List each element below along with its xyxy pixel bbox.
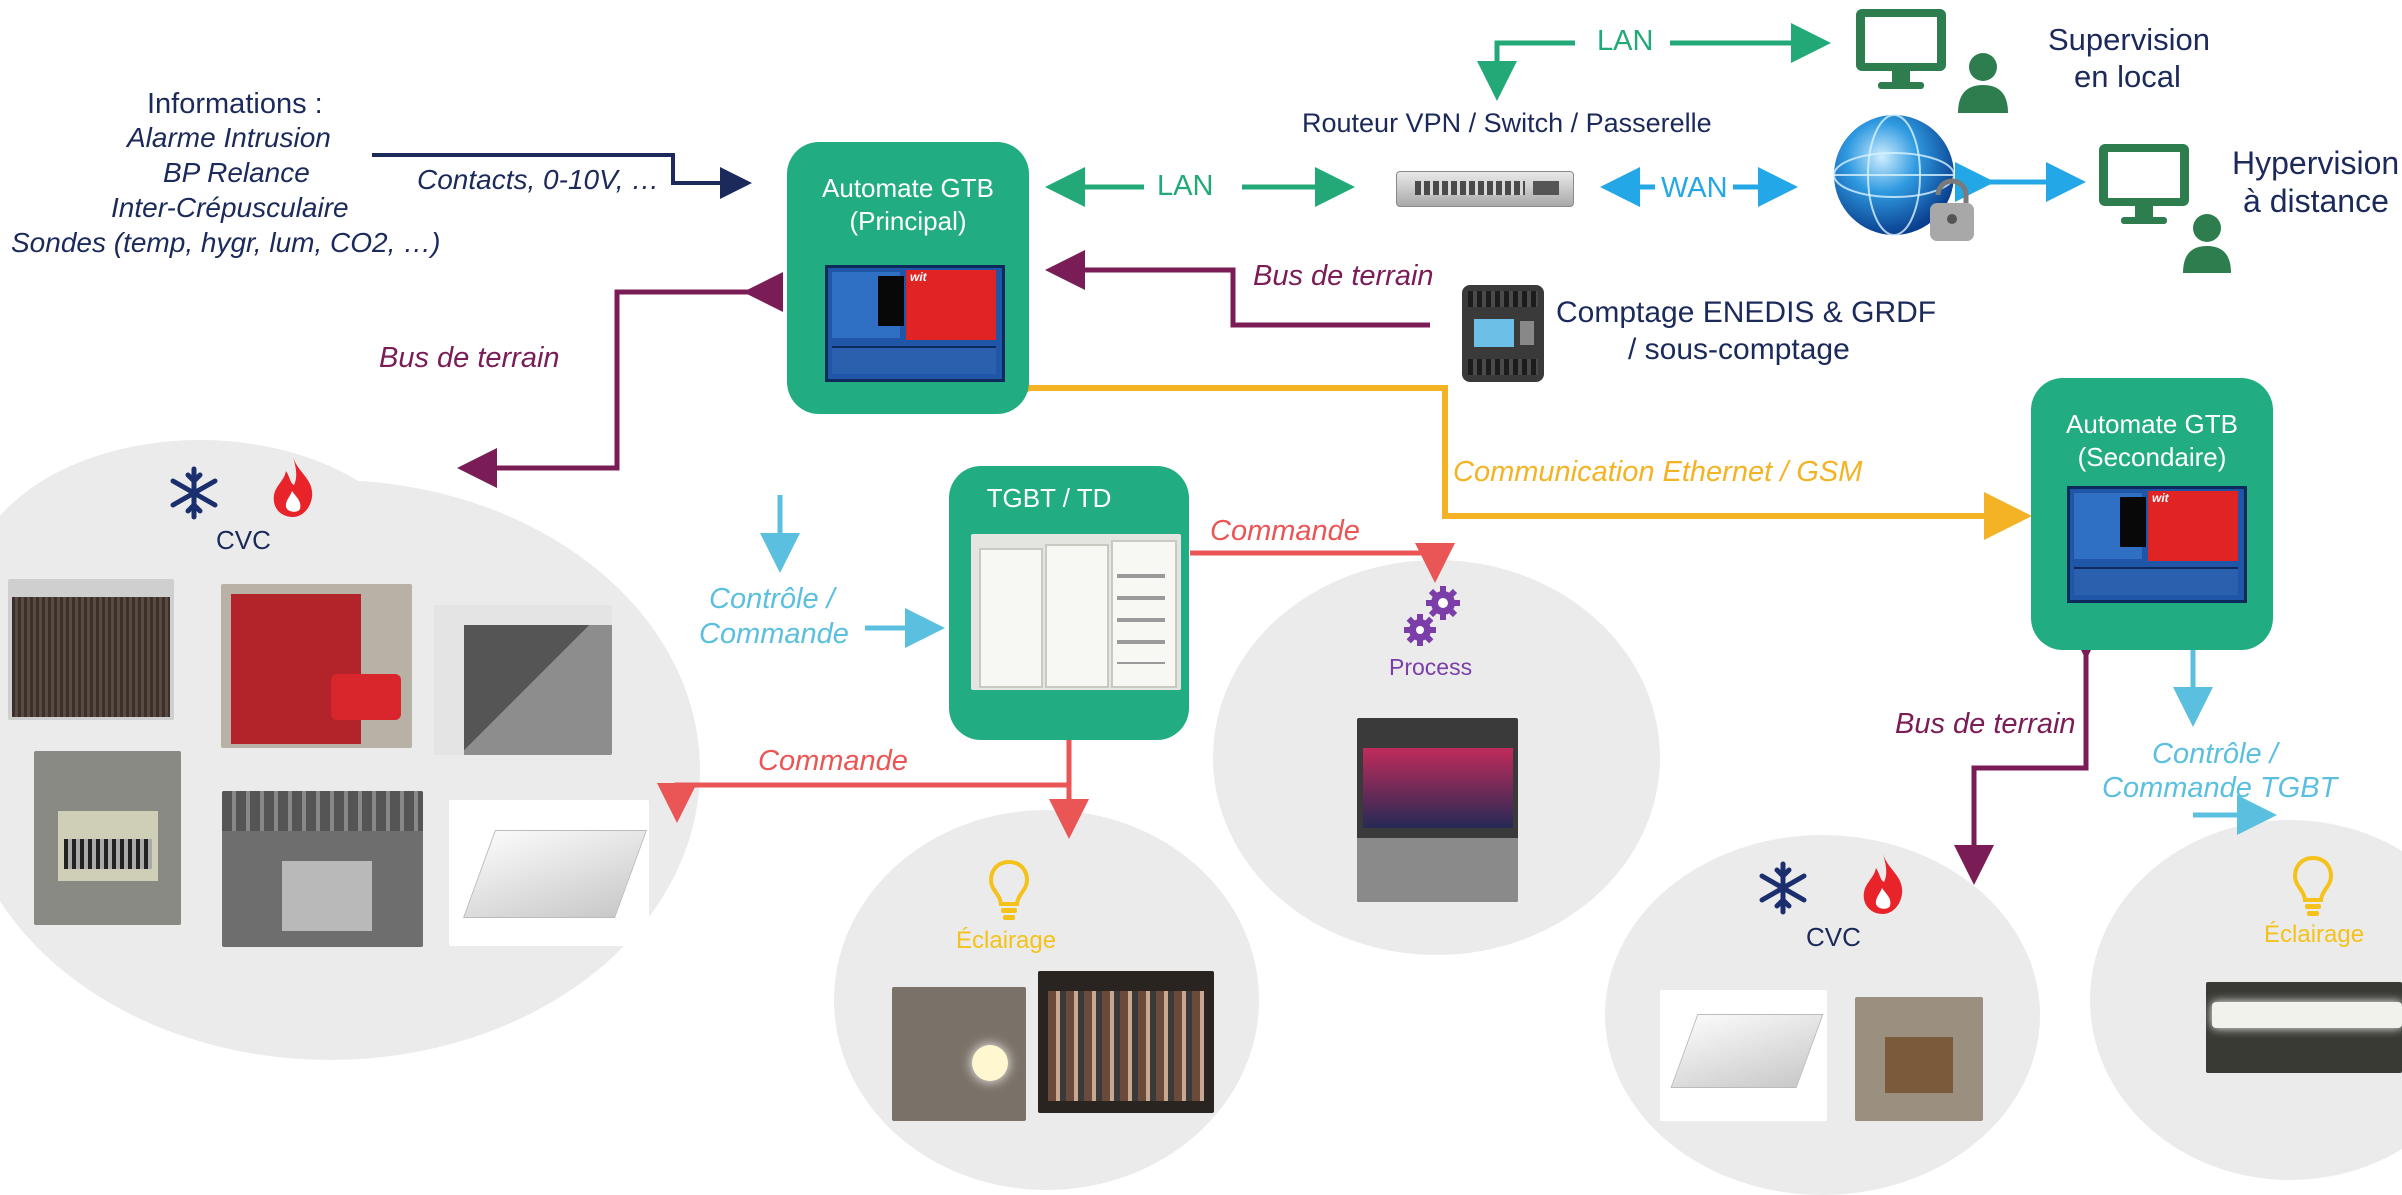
gears-icon [1404, 586, 1460, 646]
info-item-bp-relance: BP Relance [163, 157, 310, 188]
eclairage-secondary-photo-tube [2206, 982, 2402, 1073]
contacts-connector [372, 153, 752, 199]
process-label: Process [1389, 654, 1473, 680]
tgbt-title: TGBT / TD [986, 483, 1112, 513]
controle-label-line1: Contrôle / [709, 583, 835, 615]
supervision-line2: en local [2074, 59, 2181, 94]
cvc-photo-boiler [221, 584, 412, 748]
plc-main-title-line1: Automate GTB [822, 173, 994, 203]
bus-terrain-secondary-connector [1954, 620, 2106, 885]
cvc-photo-unit-heater [34, 751, 181, 925]
hypervision-line2: à distance [2243, 183, 2389, 219]
info-item-inter-crepusculaire: Inter-Crépusculaire [111, 192, 349, 223]
connector-layer [372, 23, 2277, 885]
bus-terrain-cvc-connector [457, 272, 783, 488]
snowflake-secondary-icon [1759, 861, 1807, 915]
router-image [1396, 171, 1574, 207]
tgbt-box[interactable]: TGBT / TD [949, 466, 1189, 740]
metering-line2: / sous-comptage [1628, 333, 1850, 366]
flame-secondary-icon [1863, 854, 1903, 914]
cvc-photo-cassette [449, 800, 649, 946]
lightbulb-secondary-icon [2292, 855, 2334, 916]
plc-main-panel-image: wit [825, 265, 1005, 382]
eclairage-main-label: Éclairage [956, 927, 1057, 954]
commande-cvc-connector [657, 782, 1069, 823]
plc-main-title-line2: (Principal) [849, 206, 967, 236]
plc-secondary-title-line2: (Secondaire) [2077, 442, 2227, 472]
cvc-secondary-label: CVC [1806, 922, 1861, 952]
bus-terrain-meter-connector [1045, 250, 1430, 328]
energy-meter-image [1462, 285, 1544, 382]
bus-terrain-secondary-label: Bus de terrain [1895, 708, 2076, 740]
snowflake-icon [170, 466, 218, 520]
info-title: Informations : [147, 88, 323, 120]
supervision-computer-icon [1856, 9, 2008, 113]
cvc-photo-condenser [434, 605, 612, 755]
bus-terrain-meter-label: Bus de terrain [1253, 260, 1434, 292]
controle-label-line2: Commande [699, 618, 849, 650]
router-label: Routeur VPN / Switch / Passerelle [1302, 108, 1712, 138]
commande-process-label: Commande [1210, 515, 1360, 547]
comm-ethernet-connector [988, 364, 2032, 540]
commande-process-connector [1190, 543, 1455, 583]
lan-main-label: LAN [1157, 170, 1214, 202]
controle-tgbt-label-line2: Commande TGBT [2102, 772, 2338, 804]
plc-secondary-panel-image: wit [2067, 486, 2247, 603]
supervision-line1: Supervision [2048, 22, 2210, 57]
cvc-secondary-photo-cassette [1660, 990, 1827, 1121]
commande-cvc-label: Commande [758, 745, 908, 777]
plc-main-box[interactable]: Automate GTB (Principal) wit [787, 142, 1029, 414]
plc-main-logo: wit [910, 270, 927, 284]
info-item-sondes: Sondes (temp, hygr, lum, CO2, …) [11, 227, 441, 258]
eclairage-photo-shop [1038, 971, 1214, 1113]
bus-terrain-left-label: Bus de terrain [379, 342, 560, 374]
contacts-label: Contacts, 0-10V, … [417, 164, 660, 195]
metering-line1: Comptage ENEDIS & GRDF [1556, 296, 1937, 329]
hypervision-line1: Hypervision [2232, 145, 2400, 181]
architecture-diagram: Informations : Alarme Intrusion BP Relan… [0, 9, 2402, 1195]
cvc-photo-chiller [8, 579, 174, 720]
lan-top-label: LAN [1597, 25, 1654, 57]
plc-secondary-title-line1: Automate GTB [2066, 409, 2238, 439]
eclairage-secondary-label: Éclairage [2264, 921, 2365, 948]
plc-secondary-logo: wit [2152, 491, 2169, 505]
cvc-photo-duct [222, 791, 423, 947]
lan-top-connector-left [1477, 40, 1575, 101]
lightbulb-icon [988, 859, 1030, 920]
comm-ethernet-label: Communication Ethernet / GSM [1453, 456, 1863, 488]
plc-secondary-box[interactable]: Automate GTB (Secondaire) wit [2031, 378, 2273, 650]
controle-tgbt-label-line1: Contrôle / [2152, 738, 2278, 770]
hypervision-computer-icon [2099, 144, 2231, 273]
flame-icon [273, 457, 313, 517]
wan-label: WAN [1661, 172, 1728, 204]
process-photo-store [1357, 718, 1518, 902]
info-item-alarme: Alarme Intrusion [127, 122, 331, 153]
cvc-main-label: CVC [216, 525, 271, 555]
tgbt-photo [971, 534, 1181, 690]
internet-globe-icon [1833, 114, 1974, 241]
cvc-secondary-photo-unit [1855, 997, 1983, 1121]
eclairage-photo-spot [892, 987, 1026, 1121]
